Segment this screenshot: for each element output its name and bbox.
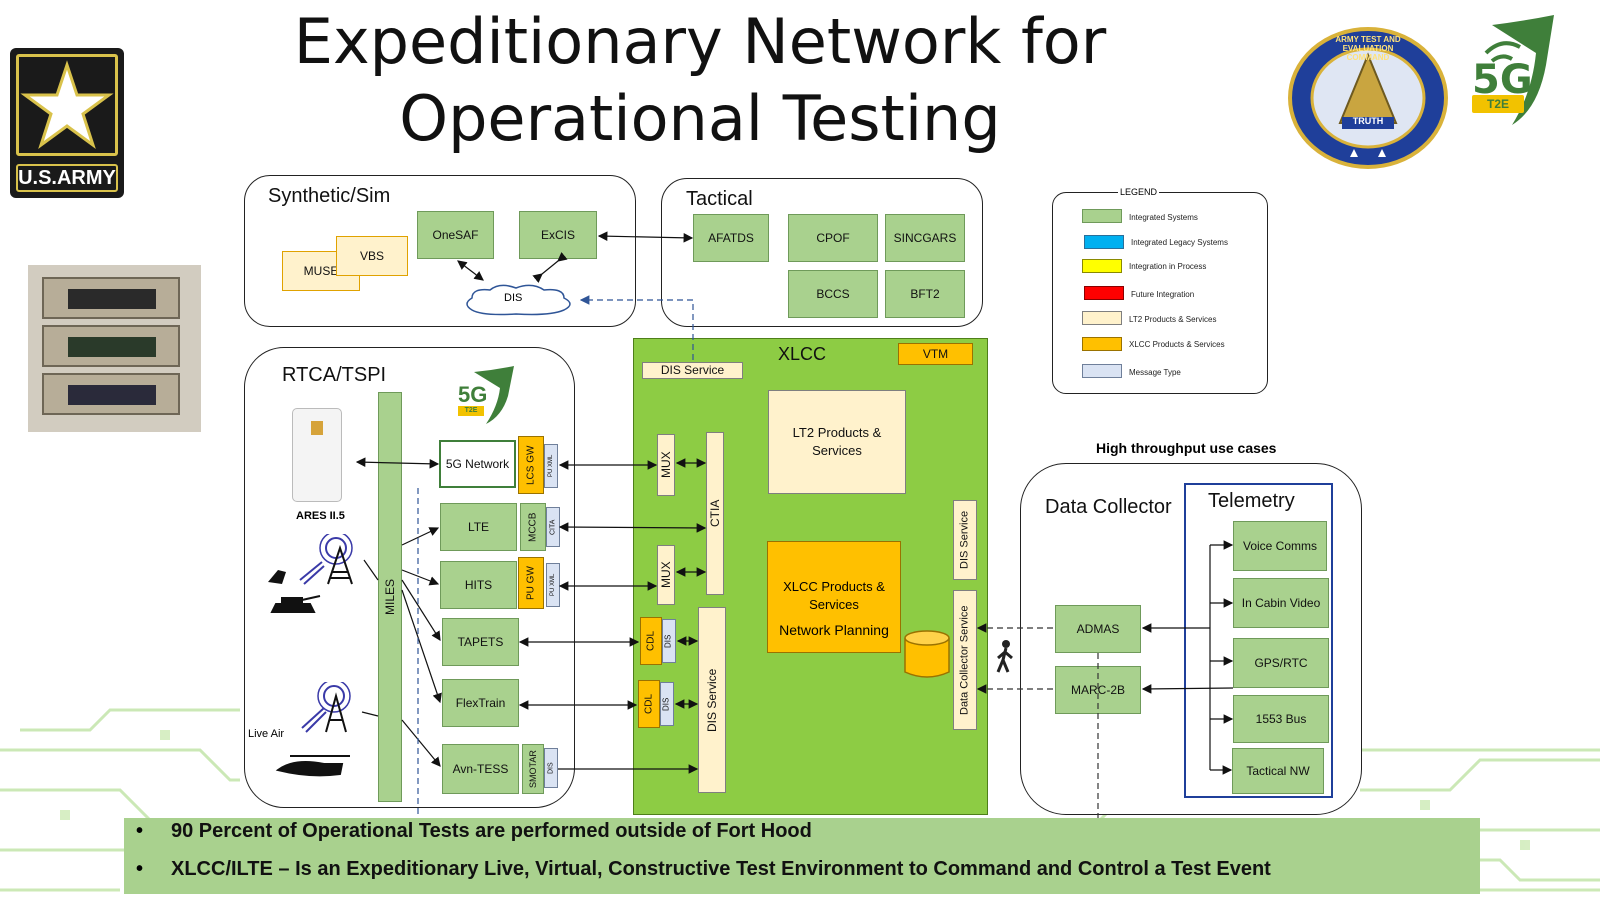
star-icon bbox=[20, 60, 114, 149]
mux-bottom-box: MUX bbox=[657, 545, 675, 605]
pu-gw-box: PU GW bbox=[518, 557, 544, 609]
sincgars-box: SINCGARS bbox=[885, 214, 965, 262]
legend-swatch-xlcc bbox=[1082, 337, 1122, 351]
equipment-photo bbox=[28, 265, 201, 432]
dis-cloud-label: DIS bbox=[504, 292, 523, 304]
mccb-box: MCCB bbox=[520, 503, 546, 551]
atec-seal: ARMY TEST AND EVALUATION COMMAND TRUTH bbox=[1288, 27, 1448, 169]
cpof-box: CPOF bbox=[788, 214, 878, 262]
data-collector-label: Data Collector bbox=[1045, 496, 1172, 518]
legend-label-in-process: Integration in Process bbox=[1129, 262, 1207, 271]
avn-tess-box: Avn-TESS bbox=[442, 744, 519, 794]
xlcc-label: XLCC bbox=[778, 344, 827, 364]
telemetry-panel bbox=[1184, 483, 1333, 798]
legend-swatch-legacy bbox=[1084, 235, 1124, 249]
hits-box: HITS bbox=[440, 561, 517, 609]
army-wordmark: U.S.ARMY bbox=[16, 164, 118, 192]
lte-box: LTE bbox=[440, 503, 517, 551]
legend-label-legacy: Integrated Legacy Systems bbox=[1131, 238, 1228, 247]
excis-box: ExCIS bbox=[519, 211, 597, 259]
flextrain-box: FlexTrain bbox=[442, 679, 519, 727]
atec-ring-text: ARMY TEST AND EVALUATION COMMAND bbox=[1335, 35, 1401, 62]
tactical-label: Tactical bbox=[686, 188, 753, 210]
five-g-swoosh-icon bbox=[1484, 15, 1554, 125]
bullet-2: XLCC/ILTE – Is an Expeditionary Live, Vi… bbox=[171, 858, 1271, 880]
army-star-frame bbox=[16, 54, 118, 156]
air-forces-icon bbox=[275, 682, 351, 777]
vbs-box: VBS bbox=[336, 236, 408, 276]
data-collector-service-box: Data Collector Service bbox=[953, 590, 977, 730]
t2e-small-badge: T2E bbox=[458, 406, 484, 416]
vtm-box: VTM bbox=[898, 343, 973, 365]
live-air-label: Live Air bbox=[248, 728, 285, 740]
ares-device bbox=[292, 408, 342, 502]
bullet-bar bbox=[124, 818, 1480, 894]
high-throughput-heading: High throughput use cases bbox=[1096, 440, 1277, 456]
bus-1553-box: 1553 Bus bbox=[1233, 695, 1329, 743]
synthetic-sim-label: Synthetic/Sim bbox=[268, 185, 391, 207]
bft2-box: BFT2 bbox=[885, 270, 965, 318]
legend-label-message: Message Type bbox=[1129, 368, 1181, 377]
in-cabin-video-box: In Cabin Video bbox=[1233, 578, 1329, 628]
five-g-logo: 5G T2E bbox=[1462, 13, 1558, 128]
bullet-1: 90 Percent of Operational Tests are perf… bbox=[171, 820, 812, 842]
page-title-line1: Expeditionary Network for bbox=[293, 5, 1107, 78]
mux-top-box: MUX bbox=[657, 434, 675, 496]
page-title-line2: Operational Testing bbox=[399, 82, 1001, 155]
tactical-nw-box: Tactical NW bbox=[1232, 748, 1324, 794]
onesaf-box: OneSAF bbox=[417, 211, 494, 259]
gps-rtc-box: GPS/RTC bbox=[1233, 638, 1329, 688]
bullet-marker-2: • bbox=[136, 858, 144, 880]
legend-swatch-integrated bbox=[1082, 209, 1122, 223]
tapets-box: TAPETS bbox=[442, 618, 519, 666]
legend-label-future: Future Integration bbox=[1131, 290, 1195, 299]
five-g-small-text: 5G bbox=[458, 382, 488, 407]
legend-label-lt2: LT2 Products & Services bbox=[1129, 315, 1217, 324]
legend-label-xlcc: XLCC Products & Services bbox=[1129, 340, 1225, 349]
ares-label: ARES II.5 bbox=[296, 510, 345, 522]
legend-swatch-message bbox=[1082, 364, 1122, 378]
dis-service-top-box: DIS Service bbox=[642, 362, 743, 379]
legend-label-integrated: Integrated Systems bbox=[1129, 213, 1198, 222]
dis-cloud bbox=[466, 284, 571, 316]
atec-seal-graphic bbox=[1288, 27, 1448, 169]
t2e-badge: T2E bbox=[1472, 95, 1524, 113]
cdl-bottom-box: CDL bbox=[638, 680, 660, 728]
rtca-tspi-label: RTCA/TSPI bbox=[282, 364, 387, 386]
network-planning-label: Network Planning bbox=[779, 622, 889, 638]
dis-service-bottom-box: DIS Service bbox=[698, 607, 726, 793]
five-g-network-box: 5G Network bbox=[439, 440, 516, 488]
admas-box: ADMAS bbox=[1055, 605, 1141, 653]
legend-swatch-in-process bbox=[1082, 259, 1122, 273]
lt2-products-box: LT2 Products & Services bbox=[768, 390, 906, 494]
bullet-marker-1: • bbox=[136, 820, 144, 842]
xlcc-products-label: XLCC Products & Services bbox=[783, 579, 885, 612]
pu-msg-box: PU XML bbox=[546, 563, 560, 607]
legend-title: LEGEND bbox=[1118, 187, 1160, 197]
smotar-msg-box: DIS bbox=[544, 748, 558, 788]
walking-person-icon bbox=[996, 640, 1013, 673]
five-g-small-logo: 5G T2E bbox=[452, 366, 518, 424]
smotar-box: SMOTAR bbox=[522, 744, 544, 794]
dis-service-right-box: DIS Service bbox=[953, 500, 977, 580]
voice-comms-box: Voice Comms bbox=[1233, 521, 1327, 571]
cdl-top-msg-box: DIS bbox=[662, 619, 676, 663]
five-g-small-swoosh-icon bbox=[474, 366, 514, 424]
afatds-box: AFATDS bbox=[693, 214, 769, 262]
legend-swatch-lt2 bbox=[1082, 311, 1122, 325]
army-logo: U.S.ARMY bbox=[10, 48, 124, 198]
marc-2b-box: MARC-2B bbox=[1055, 666, 1141, 714]
legend-swatch-future bbox=[1084, 286, 1124, 300]
lcs-gw-box: LCS GW bbox=[518, 436, 544, 494]
mccb-msg-box: CITA bbox=[546, 507, 560, 547]
telemetry-label: Telemetry bbox=[1208, 490, 1295, 512]
atec-banner: TRUTH bbox=[1352, 116, 1384, 126]
ground-forces-icon bbox=[268, 534, 353, 613]
ctia-box: CTIA bbox=[706, 432, 724, 595]
database-icon bbox=[904, 630, 950, 678]
lcs-msg-box: PU XML bbox=[544, 444, 558, 488]
cdl-top-box: CDL bbox=[640, 617, 662, 665]
cdl-bottom-msg-box: DIS bbox=[660, 682, 674, 726]
bccs-box: BCCS bbox=[788, 270, 878, 318]
